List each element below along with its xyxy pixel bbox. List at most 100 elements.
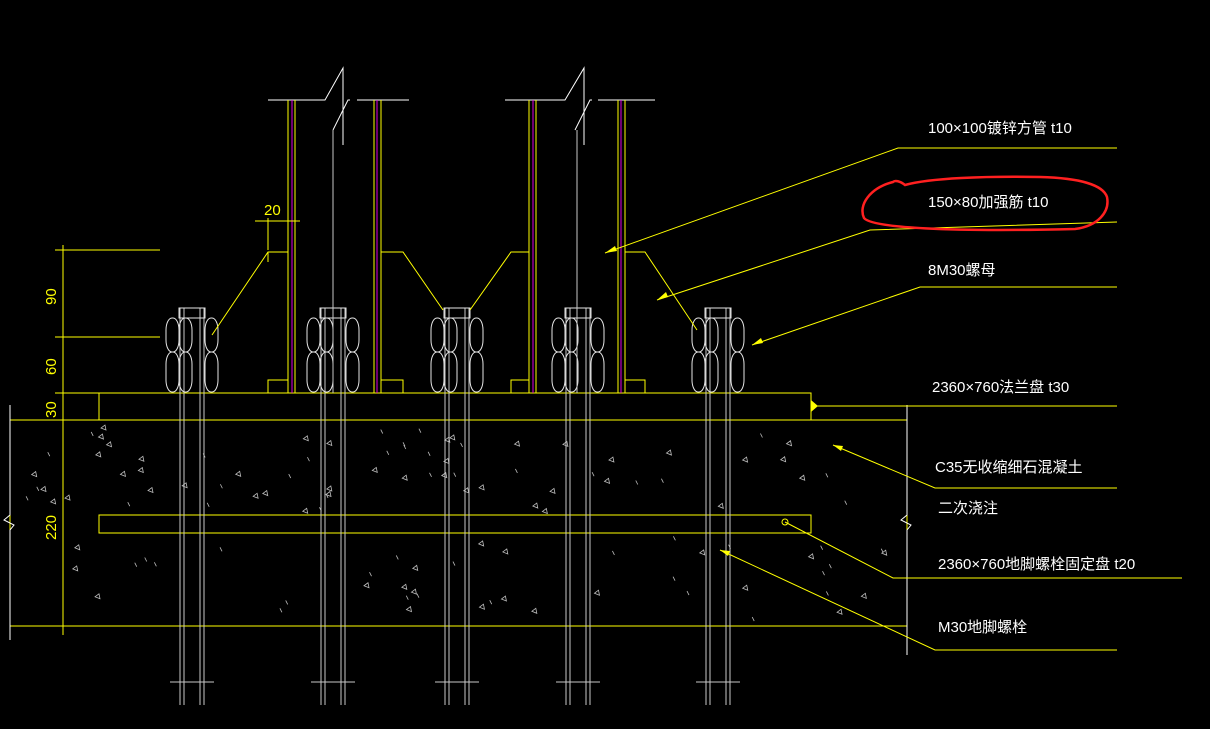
hatch-mark — [418, 428, 422, 433]
hatch-mark — [400, 583, 408, 590]
hatch-mark — [416, 593, 420, 598]
hatch-mark — [134, 562, 138, 567]
hatch-mark — [836, 608, 843, 615]
hatch-mark — [127, 501, 131, 507]
anchor-plate-leader-dot — [781, 518, 789, 526]
hatch-mark — [880, 549, 888, 556]
hatch-mark — [119, 470, 127, 478]
hatch-mark — [549, 487, 556, 495]
hatch-mark — [325, 439, 333, 447]
hatch-mark — [515, 468, 518, 474]
hatch-mark — [138, 455, 145, 462]
hatch-mark — [137, 466, 144, 474]
hatch-mark — [489, 599, 493, 605]
anchor-bolt-1 — [165, 307, 219, 705]
hatch-mark — [325, 493, 329, 499]
hatch-mark — [673, 536, 676, 541]
hatch-mark — [501, 548, 509, 555]
hatch-mark — [453, 472, 457, 477]
hatch-mark — [860, 592, 867, 599]
hatch-mark — [635, 480, 639, 485]
label-anchor-bolt: M30地脚螺栓 — [938, 619, 1027, 636]
label-nut: 8M30螺母 — [928, 262, 996, 279]
hatch-mark — [97, 433, 105, 440]
hatch-mark — [779, 456, 787, 463]
hatch-mark — [94, 593, 101, 600]
hatch-mark — [206, 502, 210, 507]
hatch-mark — [612, 550, 615, 556]
hatch-mark — [402, 442, 406, 447]
hatch-mark — [820, 545, 823, 550]
hatch-mark — [500, 595, 507, 602]
hatch-mark — [47, 451, 51, 457]
label-anchor-plate: 2360×760地脚螺栓固定盘 t20 — [938, 555, 1135, 573]
hatch-mark — [460, 442, 463, 448]
anchor-bolt-3 — [430, 307, 484, 705]
dim-height-220: 220 — [43, 515, 60, 540]
label-concrete-line1: C35无收缩细石混凝土 — [935, 459, 1083, 476]
hatch-mark — [369, 572, 372, 577]
hatch-mark — [452, 561, 456, 566]
hatch-mark — [30, 470, 38, 478]
hatch-mark — [672, 576, 676, 581]
hatch-mark — [825, 473, 829, 478]
hatch-mark — [562, 440, 569, 448]
leader-lines — [604, 147, 1182, 651]
concrete-hatch — [25, 424, 888, 622]
hatch-mark — [443, 457, 450, 465]
hatch-mark — [429, 472, 432, 478]
hatch-mark — [401, 474, 408, 481]
hatch-mark — [380, 429, 384, 434]
hatch-mark — [234, 470, 242, 477]
hatch-mark — [288, 473, 292, 479]
hatch-mark — [531, 607, 538, 614]
hatch-mark — [741, 456, 749, 463]
dim-height-60: 60 — [43, 358, 60, 375]
hatch-mark — [826, 591, 829, 596]
hatch-mark — [828, 564, 832, 569]
hatch-mark — [603, 477, 611, 485]
hatch-mark — [144, 557, 148, 562]
hatch-mark — [593, 589, 601, 596]
hatch-mark — [105, 441, 113, 448]
left-break-mark — [3, 405, 15, 640]
hatch-mark — [591, 472, 595, 477]
hatch-mark — [90, 431, 94, 437]
label-square-tube: 100×100镀锌方管 t10 — [928, 120, 1072, 137]
hatch-mark — [844, 500, 848, 505]
hatch-mark — [73, 544, 81, 551]
anchor-bolts — [165, 307, 745, 705]
hatch-mark — [405, 595, 409, 600]
hatch-mark — [181, 482, 188, 489]
hatch-mark — [49, 498, 57, 505]
label-stiffener: 150×80加强筋 t10 — [928, 194, 1049, 211]
hatch-mark — [326, 485, 333, 492]
hatch-mark — [405, 605, 413, 613]
hatch-mark — [411, 564, 419, 572]
hatch-mark — [301, 507, 309, 514]
hatch-mark — [307, 457, 310, 462]
hatch-mark — [395, 555, 399, 560]
square-tube-right — [505, 66, 655, 393]
anchor-bolt-5 — [691, 307, 745, 705]
hatch-mark — [64, 494, 71, 501]
hatch-mark — [751, 616, 755, 622]
hatch-mark — [478, 484, 485, 491]
hatch-mark — [478, 603, 485, 610]
flange-plate — [98, 392, 812, 421]
hatch-mark — [219, 547, 223, 552]
hatch-mark — [462, 487, 470, 494]
hatch-mark — [94, 451, 102, 458]
stiffeners — [211, 251, 698, 393]
hatch-mark — [541, 507, 548, 515]
hatch-mark — [403, 444, 407, 450]
hatch-mark — [698, 549, 706, 556]
hatch-mark — [477, 540, 485, 547]
anchor-fixing-plate — [98, 514, 812, 534]
dim-height-30: 30 — [43, 401, 60, 418]
label-flange: 2360×760法兰盘 t30 — [932, 378, 1069, 396]
concrete-grout-block — [9, 419, 908, 627]
dim-gusset-width: 20 — [264, 202, 281, 219]
